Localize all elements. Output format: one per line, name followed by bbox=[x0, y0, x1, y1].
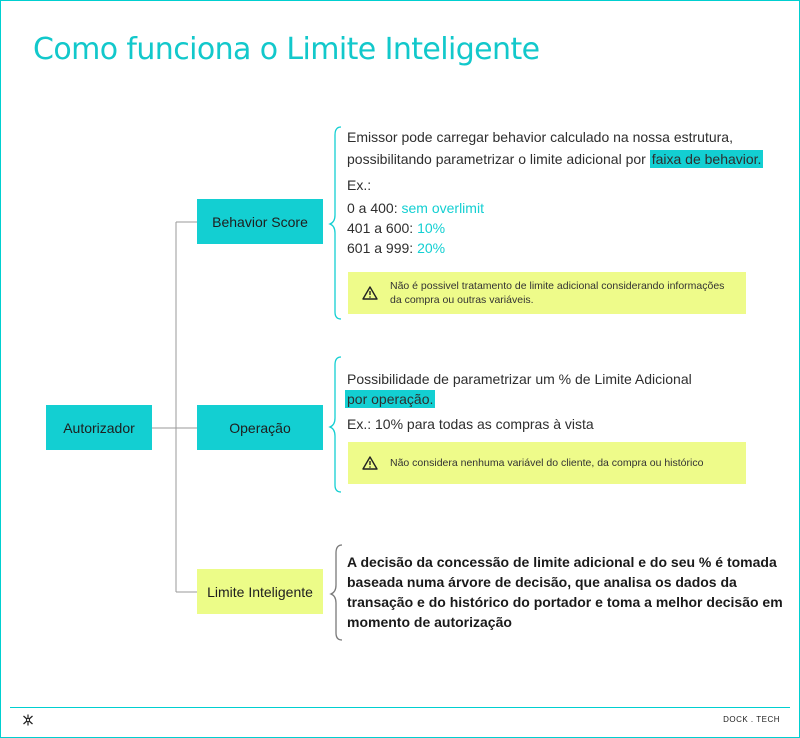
node-limite-inteligente-label: Limite Inteligente bbox=[207, 583, 313, 600]
behavior-ex-label: Ex.: bbox=[347, 177, 372, 193]
behavior-line-2: possibilitando parametrizar o limite adi… bbox=[347, 149, 764, 169]
operacao-highlight: por operação. bbox=[345, 390, 436, 408]
behavior-highlight: faixa de behavior. bbox=[649, 150, 764, 168]
range-value: sem overlimit bbox=[401, 200, 484, 216]
inteligente-line-4: momento de autorização bbox=[347, 614, 512, 630]
page-title: Como funciona o Limite Inteligente bbox=[33, 32, 540, 67]
footer-brand: DOCK . TECH bbox=[723, 715, 780, 724]
inteligente-line-1: A decisão da concessão de limite adicion… bbox=[347, 554, 777, 570]
behavior-warning-line-2: da compra ou outras variáveis. bbox=[390, 294, 534, 306]
range-value: 10% bbox=[417, 220, 446, 236]
range-label: 601 a 999: bbox=[347, 240, 418, 256]
node-behavior-score: Behavior Score bbox=[197, 199, 323, 244]
operacao-line-2: por operação. bbox=[345, 389, 436, 409]
node-limite-inteligente: Limite Inteligente bbox=[197, 569, 323, 614]
node-behavior-score-label: Behavior Score bbox=[212, 213, 308, 230]
behavior-warning-line-1: Não é possivel tratamento de limite adic… bbox=[390, 280, 725, 292]
inteligente-line-3: transação e do histórico do portador e t… bbox=[347, 594, 783, 610]
operacao-line-1: Possibilidade de parametrizar um % de Li… bbox=[347, 371, 692, 387]
inteligente-line-2: baseada numa árvore de decisão, que anal… bbox=[347, 574, 737, 590]
behavior-warning: Não é possivel tratamento de limite adic… bbox=[348, 272, 746, 314]
range-label: 401 a 600: bbox=[347, 220, 418, 236]
dock-logo-icon bbox=[23, 714, 33, 726]
range-value: 20% bbox=[417, 240, 446, 256]
footer-divider bbox=[10, 707, 790, 708]
range-label: 0 a 400: bbox=[347, 200, 402, 216]
node-operacao-label: Operação bbox=[229, 419, 291, 436]
behavior-line-1: Emissor pode carregar behavior calculado… bbox=[347, 129, 733, 145]
behavior-range-1: 0 a 400: sem overlimit bbox=[347, 198, 484, 218]
operacao-example: Ex.: 10% para todas as compras à vista bbox=[347, 416, 594, 432]
operacao-warning-text: Não considera nenhuma variável do client… bbox=[390, 457, 704, 469]
behavior-range-2: 401 a 600: 10% bbox=[347, 218, 445, 238]
warning-icon bbox=[362, 456, 378, 470]
warning-icon bbox=[362, 286, 378, 300]
behavior-line-2-text: possibilitando parametrizar o limite adi… bbox=[347, 151, 646, 167]
node-autorizador: Autorizador bbox=[46, 405, 152, 450]
operacao-warning: Não considera nenhuma variável do client… bbox=[348, 442, 746, 484]
behavior-range-3: 601 a 999: 20% bbox=[347, 238, 445, 258]
node-operacao: Operação bbox=[197, 405, 323, 450]
node-autorizador-label: Autorizador bbox=[63, 419, 135, 436]
